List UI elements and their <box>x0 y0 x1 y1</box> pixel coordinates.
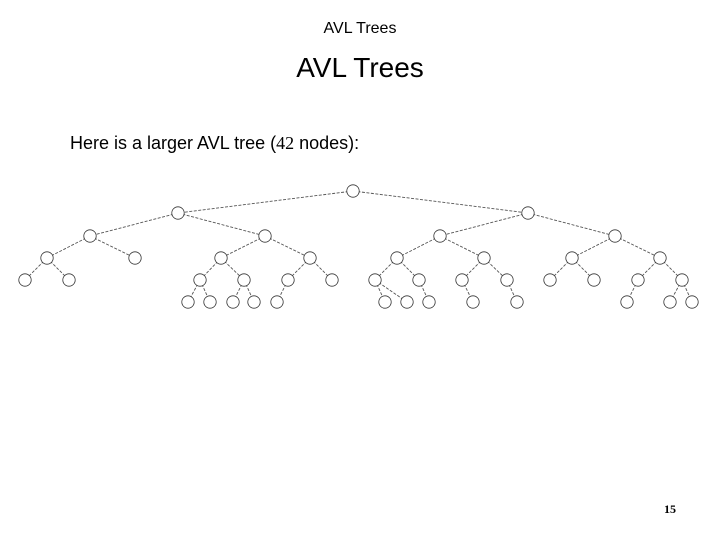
tree-node <box>390 251 404 265</box>
tree-node <box>466 295 480 309</box>
caption-text-before: Here is a larger AVL tree ( <box>70 133 277 153</box>
tree-edge <box>220 235 266 259</box>
tree-node <box>237 273 251 287</box>
tree-node <box>128 251 142 265</box>
tree-edge <box>352 190 529 214</box>
tree-node <box>203 295 217 309</box>
tree-edge <box>527 212 616 237</box>
tree-node <box>258 229 272 243</box>
tree-edge <box>46 235 91 259</box>
tree-node <box>565 251 579 265</box>
tree-edge <box>264 235 311 259</box>
tree-node <box>521 206 535 220</box>
tree-node <box>685 295 699 309</box>
tree-edge <box>396 235 441 259</box>
tree-edge <box>571 235 616 259</box>
tree-node <box>325 273 339 287</box>
caption-text-after: nodes): <box>294 133 360 153</box>
tree-node <box>171 206 185 220</box>
tree-edge <box>177 190 354 214</box>
tree-node <box>510 295 524 309</box>
tree-node <box>83 229 97 243</box>
tree-node <box>368 273 382 287</box>
tree-node <box>181 295 195 309</box>
tree-node <box>18 273 32 287</box>
caption: Here is a larger AVL tree (42 nodes): <box>70 133 359 154</box>
slide-title: AVL Trees <box>296 52 424 83</box>
tree-node <box>675 273 689 287</box>
tree-node <box>281 273 295 287</box>
tree-node <box>422 295 436 309</box>
tree-node <box>631 273 645 287</box>
caption-node-count: 42 <box>276 133 295 153</box>
tree-node <box>226 295 240 309</box>
tree-node <box>620 295 634 309</box>
header-title: AVL Trees <box>323 20 397 37</box>
tree-edge <box>439 235 485 259</box>
tree-node <box>62 273 76 287</box>
tree-node <box>40 251 54 265</box>
tree-node <box>400 295 414 309</box>
tree-edge <box>439 212 529 237</box>
tree-edge <box>614 235 661 259</box>
tree-node <box>412 273 426 287</box>
tree-node <box>433 229 447 243</box>
tree-node <box>247 295 261 309</box>
tree-node <box>500 273 514 287</box>
tree-node <box>587 273 601 287</box>
tree-edge <box>89 212 179 237</box>
tree-nodes <box>18 184 699 309</box>
tree-node <box>303 251 317 265</box>
tree-node <box>653 251 667 265</box>
tree-node <box>214 251 228 265</box>
tree-edge <box>177 212 266 237</box>
tree-node <box>608 229 622 243</box>
tree-node <box>455 273 469 287</box>
tree-node <box>543 273 557 287</box>
tree-node <box>663 295 677 309</box>
page-number: 15 <box>664 502 676 516</box>
avl-tree-diagram <box>18 184 699 309</box>
tree-node <box>270 295 284 309</box>
tree-node <box>378 295 392 309</box>
tree-node <box>193 273 207 287</box>
tree-edge <box>89 235 136 259</box>
tree-node <box>477 251 491 265</box>
tree-node <box>346 184 360 198</box>
